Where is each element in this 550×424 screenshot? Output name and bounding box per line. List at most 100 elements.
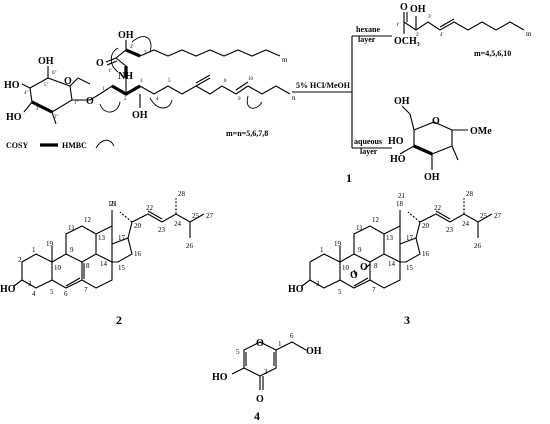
compound-3-ring-a (309, 253, 341, 289)
compound-1-structure: O OH NH OH OH HO HO O O m n 1' 2' 3' 1" … (4, 30, 352, 185)
aqueous-product-ring-oxygen: O (432, 116, 440, 127)
compound-2-ring-d (111, 237, 133, 263)
glucose-ho-4: HO (4, 80, 20, 91)
aqueous-product-methoxy: OMe (470, 126, 492, 137)
double-bond-4-5 (195, 74, 211, 87)
cosy-correlations (111, 66, 141, 96)
locant-1-c2: 2 (124, 97, 127, 102)
c3-locant-19: 19 (334, 240, 342, 248)
compound-1-label: 1 (346, 171, 352, 185)
locant-1-3prime: 3' (144, 51, 148, 56)
compound-3-locants: 1 3 5 7 8 9 10 11 12 13 14 15 16 17 18 1… (316, 190, 502, 296)
c4-locant-1: 1 (278, 340, 282, 348)
compound-4-keto-bond (259, 376, 264, 390)
acyl-chain-index-m: m (282, 56, 288, 64)
glucose-substituent-bonds (21, 66, 91, 125)
c2-locant-20: 20 (134, 222, 142, 230)
hmbc-arrow-4 (246, 95, 263, 109)
compound-2-c21-methyl (119, 211, 133, 223)
c3-locant-24: 24 (462, 220, 470, 228)
locant-1-c9: 9 (238, 97, 241, 102)
compound-4-hydroxymethyl (275, 341, 307, 351)
c2-locant-26: 26 (186, 242, 194, 250)
c2-locant-24: 24 (174, 220, 182, 228)
locant-1-c1: 1 (102, 87, 105, 92)
hexane-product-chain-index: m=4,5,6,10 (474, 49, 511, 58)
compound-2-side-chain-b (161, 213, 205, 238)
hexane-product-double-bond (439, 18, 455, 28)
aqueous-product-structure: OH O OMe HO HO OH (388, 96, 492, 183)
c3-locant-13: 13 (386, 234, 394, 242)
compound-2-ring-a (21, 253, 53, 289)
hexane-product-carbonyl (403, 12, 408, 22)
compound-3-peroxide-oxygen-1: O (350, 270, 358, 281)
c2-locant-1: 1 (32, 246, 36, 254)
locant-1-c8: 8 (224, 79, 227, 84)
c2-locant-23: 23 (158, 226, 166, 234)
hexane-product-structure: O OH OCH₃ m m=4,5,6,10 1' 2' 3' 4' (394, 2, 532, 58)
locant-1-c5: 5 (168, 79, 171, 84)
compound-3-peroxide-oxygen-2: O (360, 262, 368, 273)
hexane-product-methoxy: OCH₃ (394, 36, 420, 47)
hexane-layer-label-line1: hexane (356, 25, 380, 34)
compound-4-label: 4 (254, 409, 260, 423)
c3-locant-23: 23 (446, 226, 454, 234)
compound-4-enol-bond (231, 367, 245, 375)
locant-1-4dprime: 4" (24, 91, 29, 96)
compound-3-ring-c (353, 225, 401, 262)
c2-locant-21: 21 (110, 200, 118, 208)
reagent-label: 5% HCl/MeOH (296, 81, 351, 90)
compound-4-enol-hydroxyl: HO (212, 372, 228, 383)
c4-locant-6: 6 (290, 332, 294, 340)
legend-cosy-label: COSY (6, 141, 28, 150)
c2-locant-13: 13 (98, 234, 106, 242)
methyl-glucoside-bold-edge (413, 144, 433, 156)
compound-2-ring-c-lower (81, 253, 113, 289)
aqueous-layer-label-line1: aqueous (354, 137, 382, 146)
c3-locant-26: 26 (474, 242, 482, 250)
compound-3-c3-oh-bond (301, 279, 311, 287)
hexane-layer-label-line2: layer (358, 35, 376, 44)
hexane-product-carbonyl-oxygen: O (400, 2, 408, 13)
compound-3-side-chain-a (415, 210, 451, 239)
compound-2-hydroxyl: HO (0, 284, 16, 295)
compound-3-hydroxyl: HO (288, 284, 304, 295)
c2-locant-12: 12 (84, 216, 92, 224)
c2-locant-22: 22 (146, 204, 154, 212)
compound-3-double-bond-6-7 (353, 277, 369, 287)
locant-1-2prime: 2' (130, 45, 134, 50)
methyl-glucoside-substituents (399, 105, 468, 170)
aqueous-product-oh-6: OH (394, 96, 410, 107)
c2-locant-9: 9 (70, 246, 74, 254)
c2-locant-15: 15 (118, 264, 126, 272)
compound-2-structure: HO 1 2 3 4 5 6 7 8 9 10 11 12 13 14 15 1… (0, 190, 214, 327)
compound-4-ring-oxygen: O (256, 338, 264, 349)
c3-locant-11: 11 (356, 224, 363, 232)
c3-locant-25: 25 (480, 212, 488, 220)
legend-hmbc-label: HMBC (62, 141, 87, 150)
amide-nh: NH (118, 71, 133, 82)
locant-1-c10: 10 (248, 77, 254, 82)
aqueous-layer-label-line2: layer (360, 147, 378, 156)
hexane-locant-4prime: 4' (440, 33, 444, 38)
c3-locant-10: 10 (342, 264, 350, 272)
c2-locant-25: 25 (192, 212, 200, 220)
hmbc-arrow-1 (131, 36, 152, 53)
locant-1-3dprime: 3" (36, 107, 41, 112)
c4-locant-3: 3 (264, 368, 268, 376)
c3-locant-17: 17 (406, 234, 414, 242)
c2-locant-4: 4 (32, 290, 36, 298)
compound-2-ring-b (51, 253, 83, 289)
c3-locant-20: 20 (422, 222, 430, 230)
compound-4-ring-double-bonds (245, 352, 275, 366)
c3-hydroxyl: OH (132, 110, 148, 121)
c3-locant-27: 27 (494, 212, 502, 220)
locant-1-1dprime: 1" (74, 101, 79, 106)
fatty-acyl-chain (115, 49, 281, 67)
hydrolysis-scheme: 5% HCl/MeOH hexane layer aqueous layer (292, 25, 392, 156)
compound-3-side-chain-b (449, 213, 493, 238)
c4-locant-5: 5 (236, 348, 240, 356)
compound-3-ring-c-lower (369, 253, 401, 289)
compound-3-structure: HO O O 1 3 5 7 8 9 10 11 12 13 14 15 16 … (288, 190, 502, 327)
